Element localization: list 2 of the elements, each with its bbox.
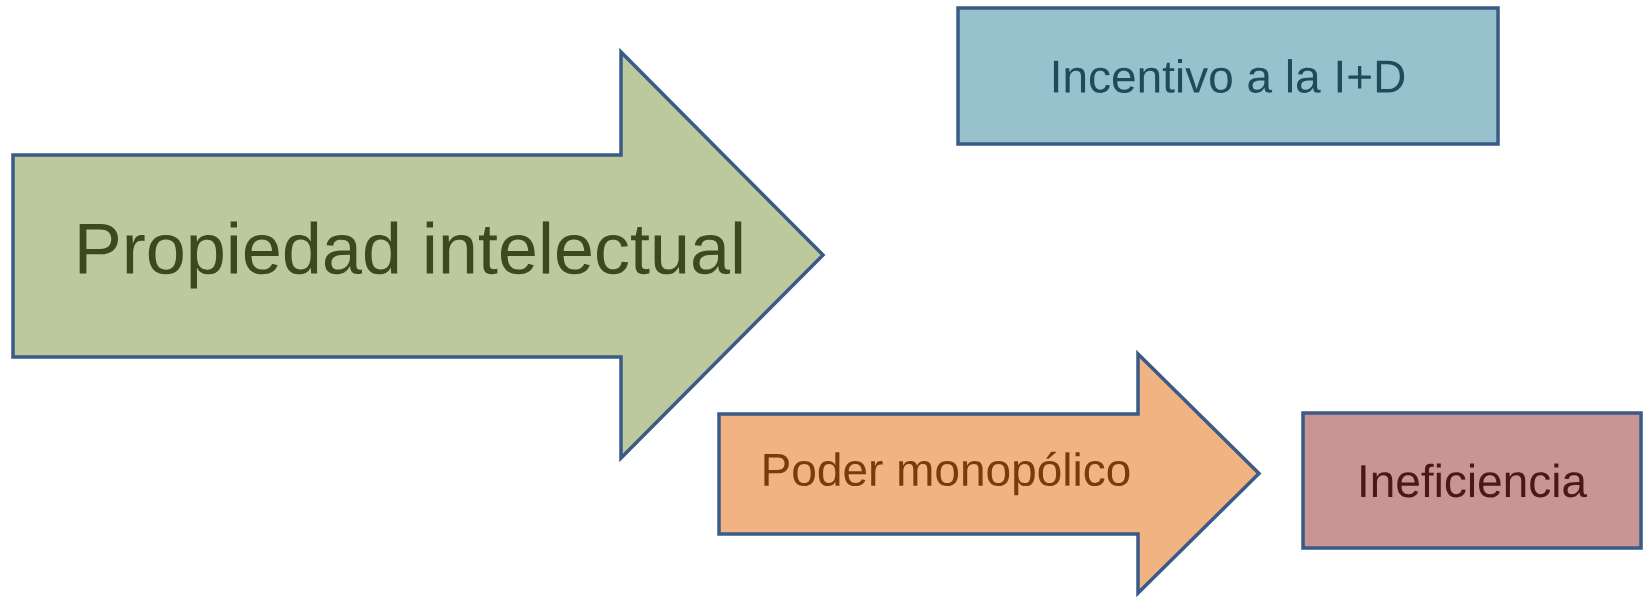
text-box: Ineficiencia: [1301, 411, 1643, 550]
text-box: Incentivo a la I+D: [956, 6, 1500, 146]
